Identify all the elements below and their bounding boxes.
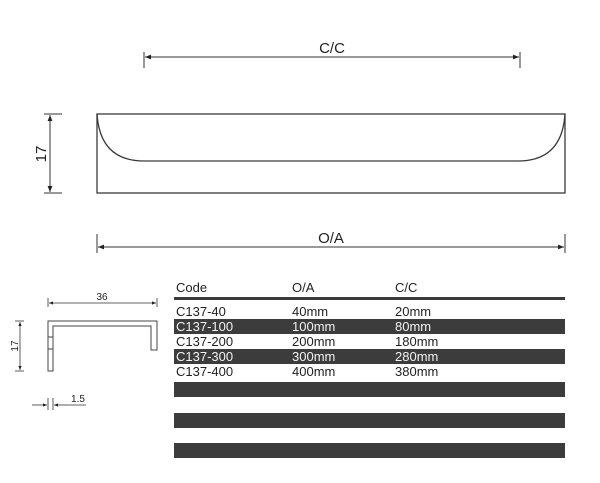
row-oa: 300mm xyxy=(292,349,336,364)
empty-row-bar xyxy=(174,382,565,397)
profile-width-label: 36 xyxy=(96,292,108,303)
height-dimension: 17 xyxy=(33,113,62,194)
empty-row-bar xyxy=(174,443,565,458)
header-code: Code xyxy=(176,280,208,295)
spec-table: Code O/A C/C C137-40 40mm 20mm C137-100 … xyxy=(174,279,565,379)
row-code: C137-40 xyxy=(176,304,226,319)
row-cc: 80mm xyxy=(395,319,432,334)
height-dimension-label: 17 xyxy=(33,146,50,163)
profile-height-label: 17 xyxy=(10,340,21,352)
row-oa: 100mm xyxy=(292,319,336,334)
handle-front-view xyxy=(96,113,566,194)
row-code: C137-300 xyxy=(176,349,234,364)
profile-thickness-label: 1.5 xyxy=(71,394,85,405)
table-header: Code O/A C/C xyxy=(174,279,565,300)
row-oa: 40mm xyxy=(292,304,329,319)
table-row: C137-300 300mm 280mm xyxy=(174,349,565,364)
row-oa: 400mm xyxy=(292,364,336,379)
row-cc: 380mm xyxy=(395,364,439,379)
header-cc: C/C xyxy=(395,280,418,295)
row-cc: 280mm xyxy=(395,349,439,364)
row-oa: 200mm xyxy=(292,334,336,349)
table-row: C137-40 40mm 20mm xyxy=(174,304,565,319)
row-code: C137-200 xyxy=(176,334,234,349)
header-oa: O/A xyxy=(292,280,315,295)
table-row: C137-400 400mm 380mm xyxy=(174,364,565,379)
oa-dimension-label: O/A xyxy=(318,230,344,247)
empty-row-bar xyxy=(174,413,565,428)
row-cc: 20mm xyxy=(395,304,432,319)
table-row: C137-200 200mm 180mm xyxy=(174,334,565,349)
row-code: C137-400 xyxy=(176,364,234,379)
oa-dimension: O/A xyxy=(96,230,566,253)
profile-section-view: 36 17 1.5 xyxy=(10,292,158,410)
cc-dimension-label: C/C xyxy=(319,40,345,57)
row-cc: 180mm xyxy=(395,334,439,349)
row-code: C137-100 xyxy=(176,319,234,334)
table-row: C137-100 100mm 80mm xyxy=(174,319,565,334)
cc-dimension: C/C xyxy=(143,40,521,68)
